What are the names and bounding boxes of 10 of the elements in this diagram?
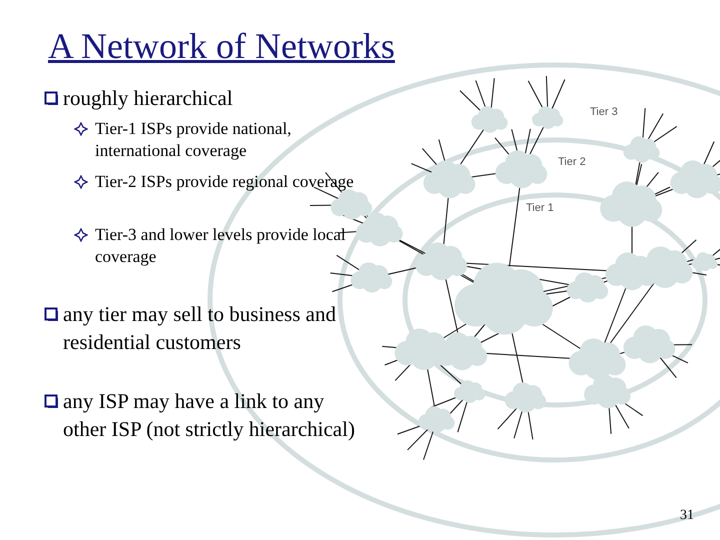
tier-label: Tier 2 bbox=[558, 156, 586, 168]
bullet-text: Tier-1 ISPs provide national, international coverage bbox=[95, 118, 292, 162]
bullet-text: any tier may sell to business and residential customers bbox=[63, 301, 337, 356]
slide-title: A Network of Networks bbox=[48, 26, 395, 66]
page-number: 31 bbox=[680, 508, 694, 524]
tier-label: Tier 3 bbox=[590, 106, 618, 118]
bullet-text: roughly hierarchical bbox=[63, 85, 234, 112]
bullet-text: any ISP may have a link to any other ISP (not strictly hierarchical) bbox=[63, 388, 356, 443]
bullet-text: Tier-3 and lower levels provide local coverage bbox=[95, 224, 347, 268]
tier-label: Tier 1 bbox=[526, 202, 554, 214]
